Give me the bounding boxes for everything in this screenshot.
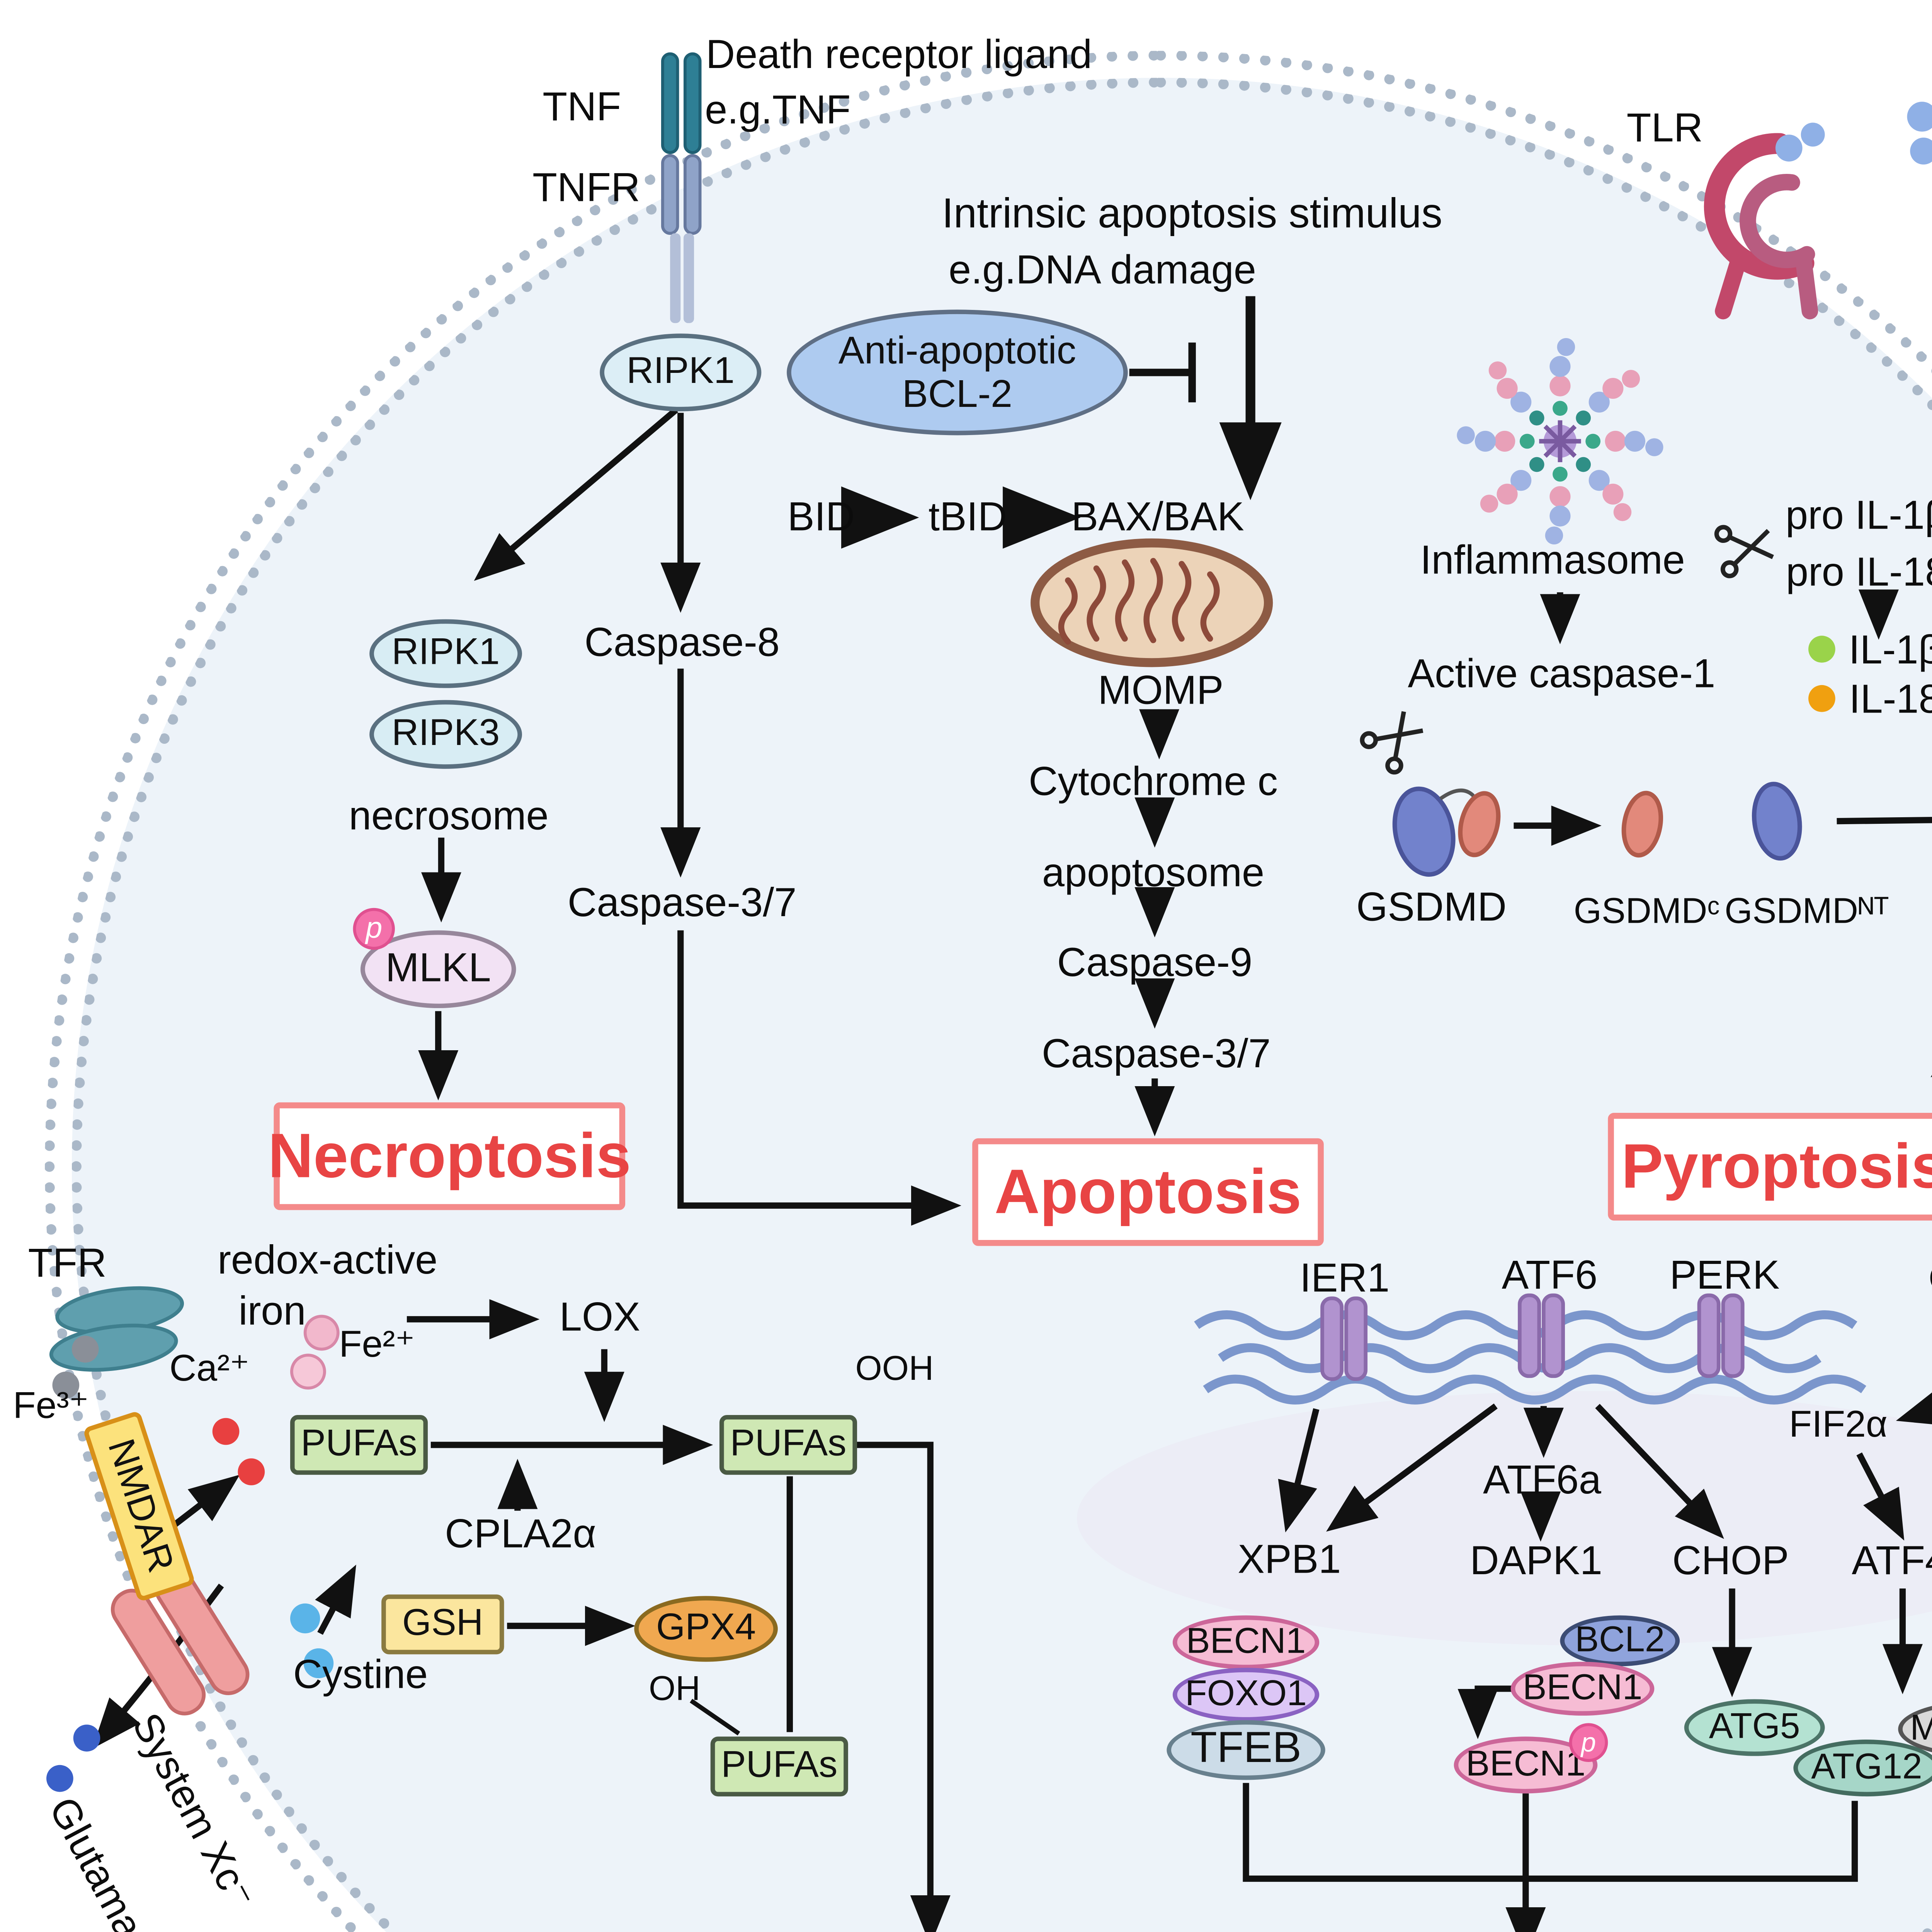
system-xc-graphic — [111, 1568, 250, 1716]
phospho-badge-mlkl: p — [353, 908, 395, 950]
bax-bak-label: BAX/BAK — [1071, 494, 1244, 539]
anti-apoptotic-line2: BCL-2 — [902, 371, 1013, 416]
atg5-node: ATG5 — [1684, 1699, 1825, 1756]
atf6-label: ATF6 — [1502, 1252, 1598, 1298]
tfeb-node: TFEB — [1167, 1720, 1325, 1780]
apoptosome-label: apoptosome — [1042, 850, 1265, 895]
scissors-icon — [1360, 711, 1423, 775]
lox-label: LOX — [559, 1294, 640, 1340]
fe2-label: Fe²⁺ — [339, 1323, 415, 1366]
ier1-label: IER1 — [1299, 1255, 1390, 1301]
ripk1-top-node: RIPK1 — [600, 333, 762, 412]
pufas-ooh-node: PUFAs — [719, 1415, 857, 1475]
tfr-graphic — [49, 1286, 184, 1372]
pro-il1b-label: pro IL-1β — [1785, 493, 1932, 538]
bid-label: BID — [787, 494, 855, 539]
cytochrome-c-label: Cytochrome c — [1029, 759, 1278, 804]
il18-label: IL-18 — [1849, 677, 1932, 722]
tfr-label: TFR — [28, 1240, 107, 1286]
redox-active-label: redox-active — [218, 1238, 438, 1283]
necroptosis-endbox: Necroptosis — [268, 1102, 631, 1210]
arrows — [92, 296, 1932, 1932]
inflammasome-graphic — [1457, 338, 1663, 545]
ca2-left-label: Ca²⁺ — [169, 1347, 250, 1390]
intrinsic-stimulus-label: Intrinsic apoptosis stimulus — [942, 190, 1442, 236]
active-caspase1-label: Active caspase-1 — [1408, 651, 1716, 696]
death-receptor-ligand-label: Death receptor ligand — [706, 32, 1092, 77]
becn1-a-node: BECN1 — [1172, 1615, 1320, 1670]
apoptosis-endbox: Apoptosis — [972, 1138, 1324, 1246]
ca2-right-label: Ca²⁺ — [1929, 1257, 1932, 1301]
atg12-node: ATG12 — [1793, 1739, 1932, 1797]
gpx4-node: GPX4 — [634, 1596, 778, 1662]
caspase8-label: Caspase-8 — [584, 620, 780, 665]
momp-label: MOMP — [1098, 668, 1224, 713]
tlr-label: TLR — [1626, 105, 1703, 151]
xpb1-label: XPB1 — [1238, 1537, 1341, 1582]
perk-label: PERK — [1669, 1252, 1780, 1298]
caspase37-left-label: Caspase-3/7 — [567, 880, 797, 925]
ripk1-node: RIPK1 — [369, 619, 522, 688]
tlr-graphic — [1704, 122, 1825, 320]
caspase37-label: Caspase-3/7 — [1041, 1031, 1271, 1077]
ripk3-node: RIPK3 — [369, 700, 522, 769]
cpla2a-label: CPLA2α — [445, 1511, 596, 1556]
gsh-node: GSH — [381, 1594, 504, 1655]
gsdmd-label: GSDMD — [1356, 884, 1507, 930]
fe3-label: Fe³⁺ — [13, 1385, 89, 1427]
damps-graphic — [1907, 102, 1932, 165]
anti-apoptotic-line1: Anti-apoptotic — [838, 328, 1077, 373]
er-graphic — [1194, 1293, 1866, 1405]
tnfr-receptor-graphic — [661, 52, 702, 323]
mitochondria-graphic — [1031, 538, 1273, 667]
cystine-label: Cystine — [293, 1652, 428, 1697]
caspase9-label: Caspase-9 — [1057, 940, 1253, 985]
atf6a-label: ATF6a — [1483, 1458, 1601, 1503]
gsdmd-graphics — [1392, 782, 1802, 877]
gsdmd-c-label: GSDMDᶜ — [1573, 891, 1720, 932]
tbid-label: tBID — [928, 494, 1007, 539]
phospho-badge-becn1: p — [1569, 1723, 1608, 1762]
pufas-oh-node: PUFAs — [710, 1736, 848, 1797]
tnf-label: TNF — [543, 84, 621, 129]
gsdmd-nt-label: GSDMDᴺᵀ — [1725, 891, 1889, 932]
iron-label: iron — [238, 1288, 306, 1333]
signal-dots — [46, 636, 1835, 1792]
becn1-b-node: BECN1 — [1510, 1662, 1655, 1716]
fif2a-label: FIF2α — [1789, 1403, 1888, 1446]
pro-il18-label: pro IL-18 — [1786, 549, 1932, 595]
atf4-label: ATF4 — [1852, 1538, 1932, 1583]
pyroptosis-endbox: Pyroptosis — [1608, 1113, 1932, 1221]
dna-damage-label: e.g.DNA damage — [948, 247, 1256, 293]
bcl2-node: BCL2 — [1560, 1615, 1680, 1667]
il1b-label: IL-1β — [1849, 627, 1932, 673]
foxo1-node: FOXO1 — [1172, 1668, 1320, 1722]
inflammasome-label: Inflammasome — [1420, 537, 1685, 583]
er-backdrop — [1077, 1391, 1932, 1646]
scissors-icon — [1714, 525, 1774, 578]
anti-apoptotic-bcl2-node: Anti-apoptotic BCL-2 — [787, 310, 1128, 435]
eg-tnf-label: e.g.TNF — [705, 87, 851, 133]
chop-label: CHOP — [1672, 1538, 1789, 1583]
pufas-node: PUFAs — [290, 1415, 428, 1475]
dapk1-label: DAPK1 — [1470, 1538, 1602, 1583]
oh-label: OH — [649, 1668, 701, 1708]
ooh-label: OOH — [855, 1348, 934, 1388]
tnfr-label: TNFR — [532, 165, 640, 210]
necrosome-label: necrosome — [349, 793, 549, 838]
